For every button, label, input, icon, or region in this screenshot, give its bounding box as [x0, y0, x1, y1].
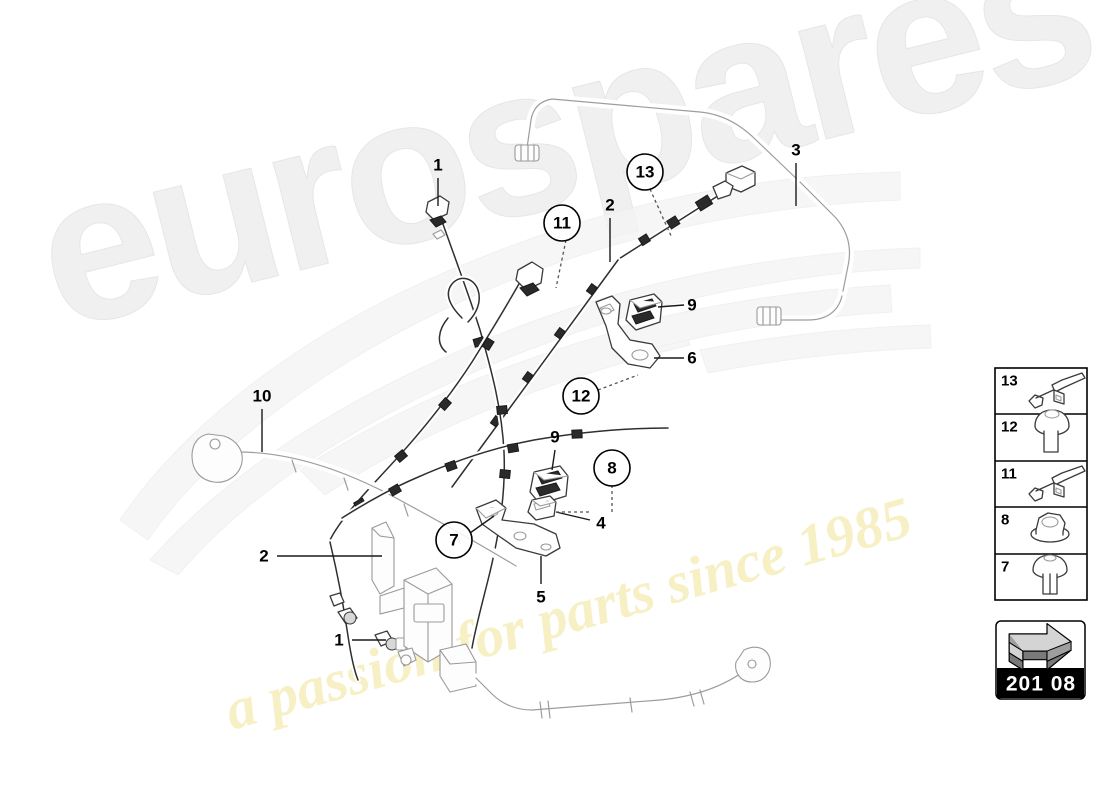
callout-label: 10 — [253, 387, 272, 406]
callout-label: 13 — [636, 163, 655, 182]
callout-label: 7 — [449, 531, 458, 550]
part-11-rod-clip — [449, 257, 621, 490]
hose-branch-fitting — [515, 261, 544, 297]
callout-circle — [562, 377, 600, 415]
callout-label: 12 — [572, 387, 591, 406]
part-3-vent-pipe — [514, 94, 854, 326]
legend-item-13[interactable]: 13 — [1001, 372, 1086, 409]
legend-item-7[interactable]: 7 — [1001, 554, 1068, 595]
callout-6[interactable]: 6 — [687, 349, 696, 368]
callout-4[interactable]: 4 — [596, 514, 606, 533]
callout-13-circled[interactable]: 13 — [626, 153, 664, 191]
callout-label: 1 — [433, 156, 442, 175]
callout-1-lower[interactable]: 1 — [334, 631, 343, 650]
callout-label: 5 — [536, 588, 545, 607]
part-13-rod-clip — [611, 180, 734, 265]
callout-label: 8 — [607, 459, 616, 478]
part-2-hose-branch — [327, 261, 544, 543]
callout-label: 3 — [791, 141, 800, 160]
callout-label: 1 — [334, 631, 343, 650]
legend-item-11[interactable]: 11 — [1001, 465, 1086, 502]
pipe-flange-eye — [191, 433, 243, 483]
callout-circle — [593, 449, 631, 487]
part-5-bracket — [475, 499, 561, 557]
callout-2-top[interactable]: 2 — [605, 196, 614, 215]
legend-item-number: 12 — [1001, 419, 1018, 436]
callout-label: 4 — [596, 514, 606, 533]
callout-1-top[interactable]: 1 — [433, 156, 442, 175]
part-2-pipe-lower — [339, 425, 671, 521]
bottom-exhaust-pipe — [471, 646, 771, 719]
expansion-rivet-icon — [1032, 554, 1068, 595]
legend-item-number: 13 — [1001, 373, 1018, 390]
legend-item-number: 8 — [1001, 512, 1009, 529]
callout-circle — [626, 153, 664, 191]
callout-label: 6 — [687, 349, 696, 368]
callout-9-upper[interactable]: 9 — [687, 296, 696, 315]
callout-label: 9 — [687, 296, 696, 315]
clip-bracket-icon — [1028, 465, 1086, 502]
callout-circle — [543, 204, 581, 242]
hose-end-fitting-top — [425, 195, 450, 240]
part-4-clip — [527, 495, 557, 521]
connector-fitting-right — [756, 306, 782, 326]
callout-label: 2 — [605, 196, 614, 215]
callout-label: 11 — [553, 214, 571, 233]
callout-10[interactable]: 10 — [253, 387, 272, 406]
part-10-pipe-left — [191, 433, 521, 571]
flange-nut-icon — [1030, 512, 1070, 543]
part-9-clip-upper — [625, 293, 663, 331]
connector-fitting-top-left — [514, 144, 540, 162]
badge-code-band — [997, 668, 1084, 698]
legend-item-number: 11 — [1001, 466, 1017, 483]
legend-item-number: 7 — [1001, 559, 1009, 576]
rivet-screw-icon — [1034, 409, 1070, 453]
callout-label: 9 — [550, 428, 559, 447]
part-6-bracket — [595, 295, 661, 369]
hose-loop-center — [436, 275, 482, 355]
hose-end-bottom-1 — [329, 592, 358, 625]
hose-pair-bottom-left — [327, 539, 407, 683]
valve-body-assembly — [371, 521, 477, 693]
legend-item-8[interactable]: 8 — [1001, 512, 1070, 543]
arrow-3d-icon — [1008, 622, 1072, 671]
callout-5[interactable]: 5 — [536, 588, 545, 607]
callout-7-circled[interactable]: 7 — [435, 521, 473, 559]
callout-11-circled[interactable]: 11 — [543, 204, 581, 242]
callout-8-circled[interactable]: 8 — [593, 449, 631, 487]
legend-item-12[interactable]: 12 — [1001, 409, 1070, 453]
callout-12-circled[interactable]: 12 — [562, 377, 600, 415]
pipe-end-flange-right — [735, 646, 771, 683]
part-9-clip-lower — [529, 465, 569, 505]
callout-2-lower[interactable]: 2 — [259, 547, 268, 566]
callout-circle — [435, 521, 473, 559]
badge-code-text: 201 08 — [1006, 673, 1076, 696]
callout-label: 2 — [259, 547, 268, 566]
callout-3[interactable]: 3 — [791, 141, 800, 160]
callout-9-lower[interactable]: 9 — [550, 428, 559, 447]
clip-bracket-icon — [1028, 372, 1086, 409]
